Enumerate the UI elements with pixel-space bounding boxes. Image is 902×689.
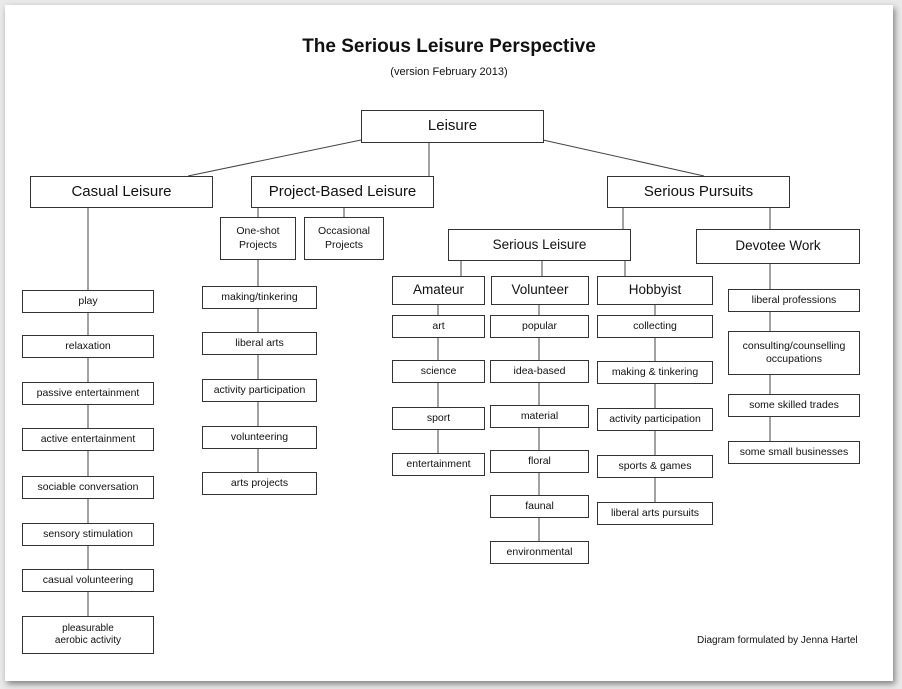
node-hobbyist: Hobbyist xyxy=(597,276,713,305)
volunteer-item: idea-based xyxy=(490,360,589,383)
volunteer-item: material xyxy=(490,405,589,428)
volunteer-item: environmental xyxy=(490,541,589,564)
casual-item: passive entertainment xyxy=(22,382,154,405)
volunteer-item: floral xyxy=(490,450,589,473)
hobbyist-item: sports & games xyxy=(597,455,713,478)
page-title: The Serious Leisure Perspective xyxy=(302,36,596,57)
page-subtitle: (version February 2013) xyxy=(390,66,508,78)
diagram-sheet: The Serious Leisure Perspective (version… xyxy=(5,5,893,681)
node-one-shot-projects: One-shot Projects xyxy=(220,217,296,260)
node-project-based-leisure: Project-Based Leisure xyxy=(251,176,434,208)
devotee-item: some small businesses xyxy=(728,441,860,464)
project-item: making/tinkering xyxy=(202,286,317,309)
node-serious-leisure: Serious Leisure xyxy=(448,229,631,261)
casual-item: active entertainment xyxy=(22,428,154,451)
volunteer-item: faunal xyxy=(490,495,589,518)
node-volunteer: Volunteer xyxy=(491,276,589,305)
amateur-item: science xyxy=(392,360,485,383)
credit-note: Diagram formulated by Jenna Hartel xyxy=(697,635,858,646)
hobbyist-item: liberal arts pursuits xyxy=(597,502,713,525)
hobbyist-item: activity participation xyxy=(597,408,713,431)
devotee-item: consulting/counselling occupations xyxy=(728,331,860,375)
hobbyist-item: making & tinkering xyxy=(597,361,713,384)
casual-item: sensory stimulation xyxy=(22,523,154,546)
amateur-item: entertainment xyxy=(392,453,485,476)
devotee-item: some skilled trades xyxy=(728,394,860,417)
casual-item: pleasurable aerobic activity xyxy=(22,616,154,654)
node-occasional-projects: Occasional Projects xyxy=(304,217,384,260)
node-serious-pursuits: Serious Pursuits xyxy=(607,176,790,208)
amateur-item: art xyxy=(392,315,485,338)
hobbyist-item: collecting xyxy=(597,315,713,338)
project-item: volunteering xyxy=(202,426,317,449)
node-casual-leisure: Casual Leisure xyxy=(30,176,213,208)
root-node-leisure: Leisure xyxy=(361,110,544,143)
project-item: liberal arts xyxy=(202,332,317,355)
node-devotee-work: Devotee Work xyxy=(696,229,860,264)
devotee-item: liberal professions xyxy=(728,289,860,312)
project-item: activity participation xyxy=(202,379,317,402)
casual-item: casual volunteering xyxy=(22,569,154,592)
casual-item: sociable conversation xyxy=(22,476,154,499)
project-item: arts projects xyxy=(202,472,317,495)
node-amateur: Amateur xyxy=(392,276,485,305)
casual-item: play xyxy=(22,290,154,313)
volunteer-item: popular xyxy=(490,315,589,338)
amateur-item: sport xyxy=(392,407,485,430)
casual-item: relaxation xyxy=(22,335,154,358)
